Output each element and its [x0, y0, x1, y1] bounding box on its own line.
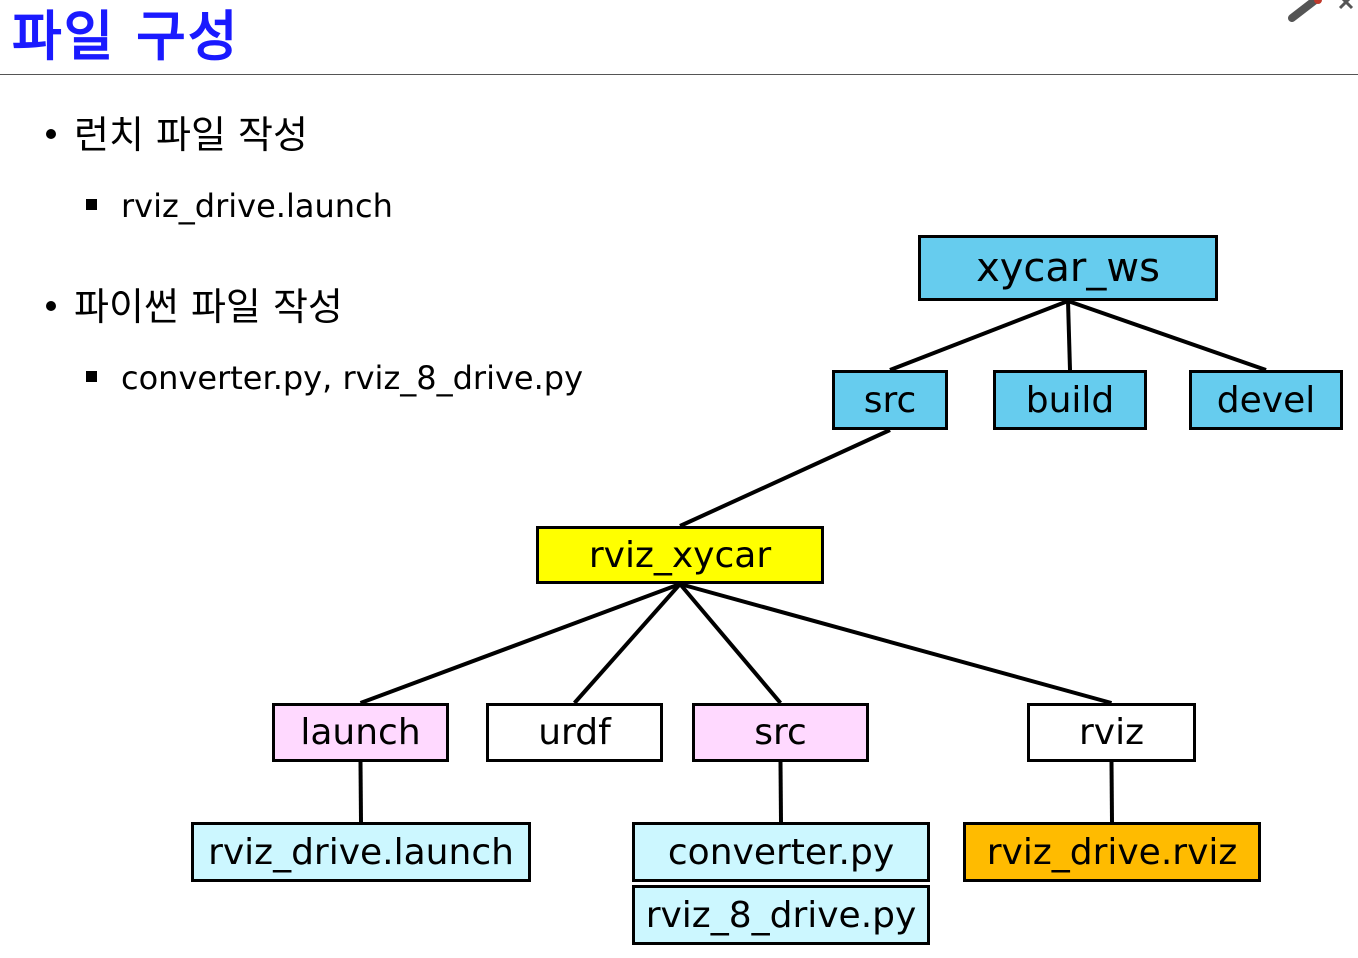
edge-xycar_ws-devel [1067, 299, 1267, 372]
bullet-launch-file: 런치 파일 작성 [46, 112, 308, 158]
bullet-dot [46, 300, 56, 311]
node-rviz: rviz [1027, 703, 1196, 762]
node-devel: devel [1189, 370, 1343, 430]
sub-bullet-launch-file: rviz_drive.launch [86, 186, 393, 226]
bullet-square [86, 198, 97, 210]
node-xycar-ws: xycar_ws [918, 235, 1218, 301]
bullet-dot [46, 128, 56, 139]
node-src-pkg: src [692, 703, 869, 762]
edge-src_pkg-converter_py [778, 761, 783, 823]
node-rviz-xycar: rviz_xycar [536, 526, 824, 584]
node-rviz-drive-launch: rviz_drive.launch [191, 822, 531, 882]
node-launch: launch [272, 703, 449, 762]
edge-xycar_ws-build [1066, 300, 1072, 371]
pen-icon[interactable] [1288, 0, 1358, 22]
edge-rviz_xycar-src_pkg [678, 582, 783, 705]
bullet-python-file: 파이썬 파일 작성 [46, 284, 343, 330]
bullet-square [86, 370, 97, 382]
title-divider [0, 74, 1358, 75]
node-rviz-8-drive-py: rviz_8_drive.py [632, 885, 930, 945]
edge-src_top-rviz_xycar [679, 428, 891, 528]
edge-rviz-rviz_drive_rviz [1109, 761, 1114, 823]
edge-rviz_xycar-launch [359, 582, 681, 705]
node-build: build [993, 370, 1147, 430]
edge-launch-rviz_drive_launch [358, 761, 363, 823]
edge-rviz_xycar-urdf [573, 582, 682, 705]
sub-bullet-python-file: converter.py, rviz_8_drive.py [86, 358, 583, 398]
edge-xycar_ws-src_top [889, 299, 1069, 372]
page-title: 파일 구성 [12, 5, 240, 68]
node-rviz-drive-rviz: rviz_drive.rviz [963, 822, 1261, 882]
edge-rviz_xycar-rviz [679, 582, 1113, 705]
node-urdf: urdf [486, 703, 663, 762]
node-converter-py: converter.py [632, 822, 930, 882]
node-src-top: src [832, 370, 948, 430]
